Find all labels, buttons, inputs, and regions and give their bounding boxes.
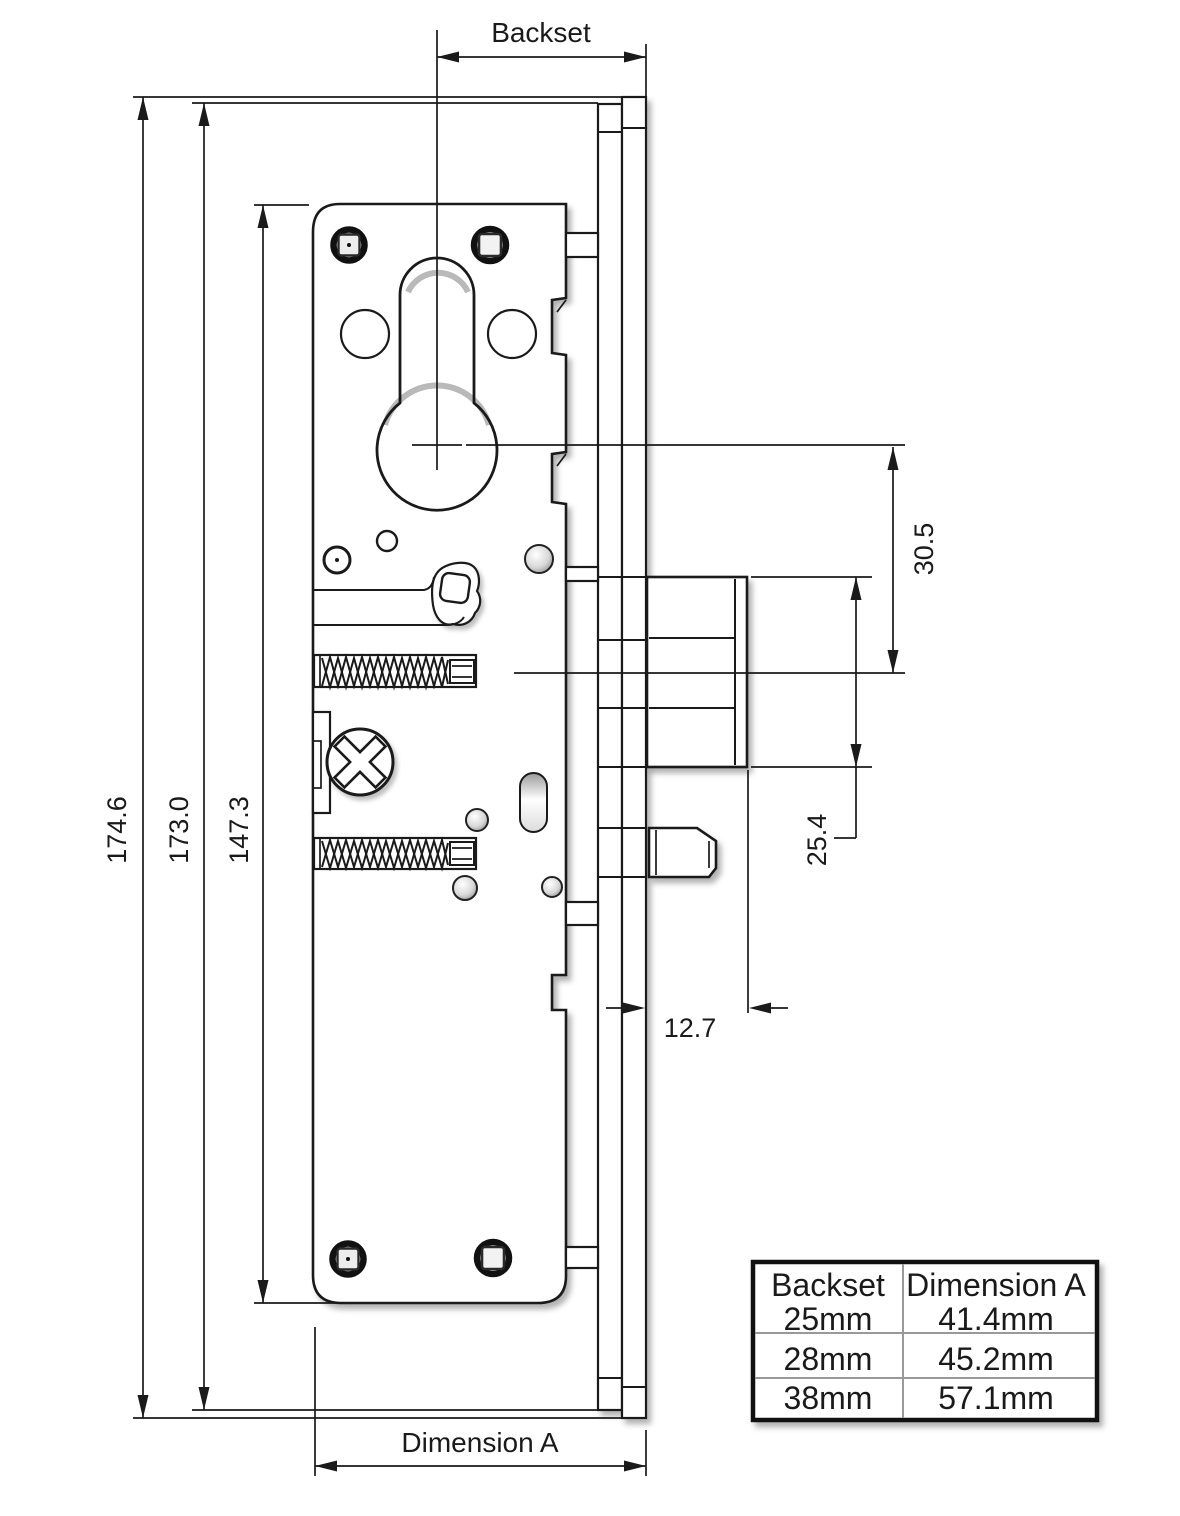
overall-height-value: 174.6 <box>102 796 132 864</box>
snib-channel-upper <box>313 576 435 591</box>
keyhole-rim-shade <box>405 269 471 294</box>
obround-slot <box>519 772 548 833</box>
pin-shaded-1 <box>524 544 554 574</box>
case-edge-tabs <box>556 231 600 1270</box>
lock-case <box>311 202 568 1305</box>
edge-block-inner <box>312 740 322 789</box>
faceplate-outer-strip <box>620 95 648 1420</box>
dimension-a-label: Dimension A <box>401 1427 559 1458</box>
pin-shaded-3 <box>452 875 478 901</box>
faceplate-height-value: 173.0 <box>164 796 194 864</box>
spec-table-r0c0: 25mm <box>784 1301 873 1337</box>
spec-table-header-dimension-a: Dimension A <box>906 1267 1086 1303</box>
case-hole-left <box>339 308 391 360</box>
screw-post-bottom-right <box>473 1238 513 1278</box>
dim-case-height: 147.3 <box>224 204 334 1304</box>
backset-label: Backset <box>491 17 591 48</box>
small-hole <box>375 529 399 553</box>
spec-table-r0c1: 41.4mm <box>938 1301 1054 1337</box>
dim-overall-height: 174.6 <box>102 96 622 1419</box>
spec-table-header-backset: Backset <box>771 1267 885 1303</box>
pin-shaded-4 <box>541 876 563 898</box>
faceplate-strip-caps <box>598 127 646 1388</box>
deadlatch-snib <box>430 561 482 626</box>
housing-height-value: 25.4 <box>802 814 832 867</box>
dim-dimension-a: Dimension A <box>314 1327 647 1476</box>
pin-shaded-2 <box>465 808 489 832</box>
screw-post-top-left <box>330 226 368 264</box>
spec-table-border <box>750 1259 1100 1423</box>
screw-post-bottom-left <box>329 1240 367 1278</box>
spec-table: Backset Dimension A 25mm 41.4mm 28mm 45.… <box>750 1259 1100 1423</box>
dim-cylinder-to-latch: 30.5 <box>887 447 939 673</box>
dim-housing-height: 25.4 <box>751 576 872 867</box>
case-height-value: 147.3 <box>224 796 254 864</box>
spec-table-r1c1: 45.2mm <box>938 1341 1054 1377</box>
spring-channel-lower <box>312 836 478 872</box>
cylinder-housing <box>645 575 749 769</box>
snib-channel-lower <box>313 616 465 626</box>
case-interior <box>311 225 563 1278</box>
faceplate-strips <box>596 95 648 1420</box>
spec-table-r2c0: 38mm <box>784 1380 873 1416</box>
phillips-screw <box>325 727 395 797</box>
faceplate-inner-strip <box>596 102 624 1412</box>
pivot-ring <box>322 545 352 575</box>
latch-bolt <box>647 826 718 879</box>
spec-table-r2c1: 57.1mm <box>938 1380 1054 1416</box>
lock-case-outline <box>311 202 568 1305</box>
projection-value: 12.7 <box>664 1013 717 1043</box>
spring-channel-upper <box>312 653 478 691</box>
dim-backset: Backset <box>437 17 647 96</box>
screw-post-top-right <box>470 225 510 265</box>
cylinder-housing-details <box>649 579 736 765</box>
dim-faceplate-height: 173.0 <box>164 102 598 1411</box>
cylinder-to-latch-value: 30.5 <box>909 523 939 576</box>
case-hole-right <box>486 308 538 360</box>
dim-projection: 12.7 <box>606 770 788 1043</box>
spec-table-r1c0: 28mm <box>784 1341 873 1377</box>
